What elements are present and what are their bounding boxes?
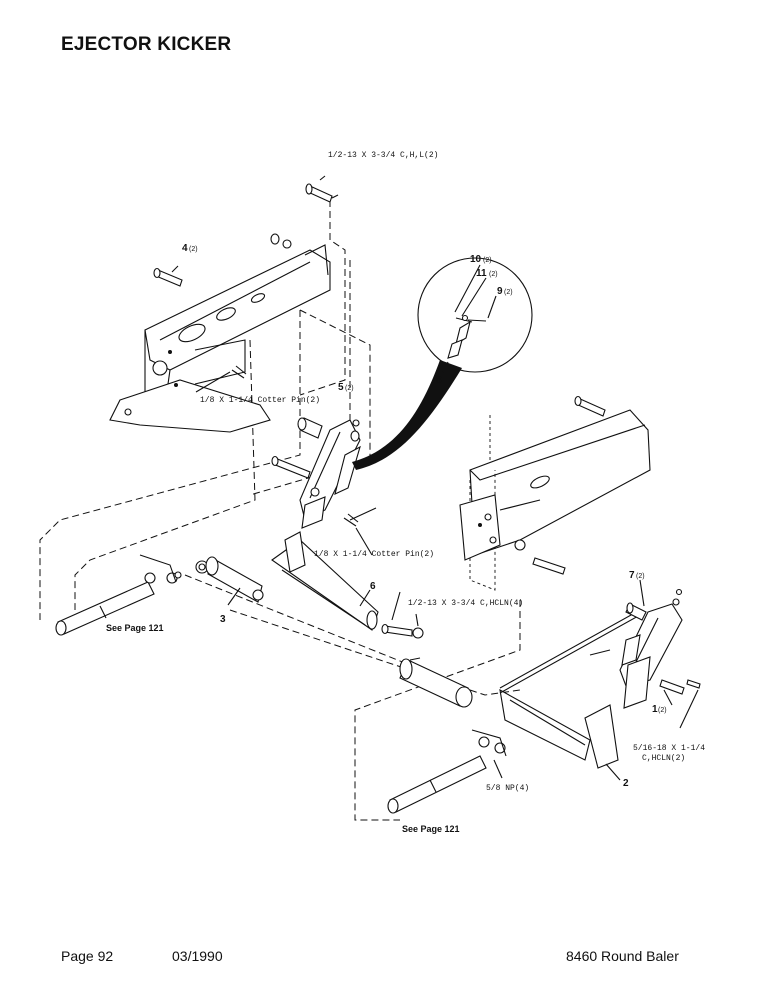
nut-washer: [270, 233, 292, 249]
label-item-4: 4: [182, 243, 188, 254]
lower-cotter-pin: [343, 507, 377, 527]
label-item-11-qty: (2): [489, 271, 498, 278]
label-bolt-mid: 1/2-13 X 3-3/4 C,HCLN(4): [408, 599, 523, 608]
right-top-bolt: [574, 395, 606, 417]
left-arm-assembly: [271, 419, 361, 529]
middle-bolt: [381, 613, 424, 639]
label-item-5: 5: [338, 382, 344, 393]
label-see-page-bottom: See Page 121: [402, 824, 460, 834]
upper-cotter-pin: [195, 365, 247, 393]
detail-circle: [352, 257, 533, 470]
label-item-4-qty: (2): [189, 246, 198, 253]
label-item-1: 1: [652, 704, 658, 715]
item-4-bolt: [153, 265, 183, 287]
label-item-9: 9: [497, 286, 503, 297]
label-item-7: 7: [629, 570, 635, 581]
label-item-10: 10: [470, 254, 482, 265]
left-frame-member: [109, 244, 331, 433]
label-item-9-qty: (2): [504, 289, 513, 296]
label-item-7-qty: (2): [636, 573, 645, 580]
bushing: [297, 417, 323, 439]
label-item-10-qty: (2): [483, 257, 492, 264]
page-title: EJECTOR KICKER: [61, 34, 232, 55]
label-bolt-top: 1/2-13 X 3-3/4 C,H,L(2): [328, 151, 438, 160]
label-item-3: 3: [220, 614, 226, 625]
right-arm-assembly: [589, 588, 701, 709]
callout-labels: 1/2-13 X 3-3/4 C,H,L(2) 4 (2) 1/8 X 1-1/…: [106, 151, 705, 834]
footer-model: 8460 Round Baler: [566, 948, 679, 964]
label-item-5-qty: (2): [345, 385, 354, 392]
label-bolt-right-1: 5/16-18 X 1-1/4: [633, 744, 705, 753]
label-item-1-qty: (2): [658, 707, 667, 714]
label-item-11: 11: [476, 268, 487, 279]
label-bolt-right-2: C,HCLN(2): [642, 754, 685, 763]
footer-page-number: Page 92: [61, 948, 114, 964]
label-item-6: 6: [370, 581, 376, 592]
leader-lines: [227, 527, 699, 781]
center-shaft: [399, 657, 473, 708]
top-bolt: [305, 175, 339, 203]
footer-date: 03/1990: [172, 948, 223, 964]
label-cotter-pin-lower: 1/8 X 1-1/4 Cotter Pin(2): [314, 550, 434, 559]
label-see-page-left: See Page 121: [106, 623, 164, 633]
lower-cylinder: [387, 729, 507, 814]
item-3-linkage: [205, 556, 264, 603]
label-np: 5/8 NP(4): [486, 784, 529, 793]
item-6-crank-arm: [271, 531, 379, 631]
label-item-8: 8: [436, 375, 442, 386]
label-item-2: 2: [623, 778, 629, 789]
right-frame-member: [459, 409, 651, 591]
item-2-arm: [499, 609, 641, 769]
left-cylinder: [55, 554, 209, 636]
label-cotter-pin-upper: 1/8 X 1-1/4 Cotter Pin(2): [200, 396, 320, 405]
